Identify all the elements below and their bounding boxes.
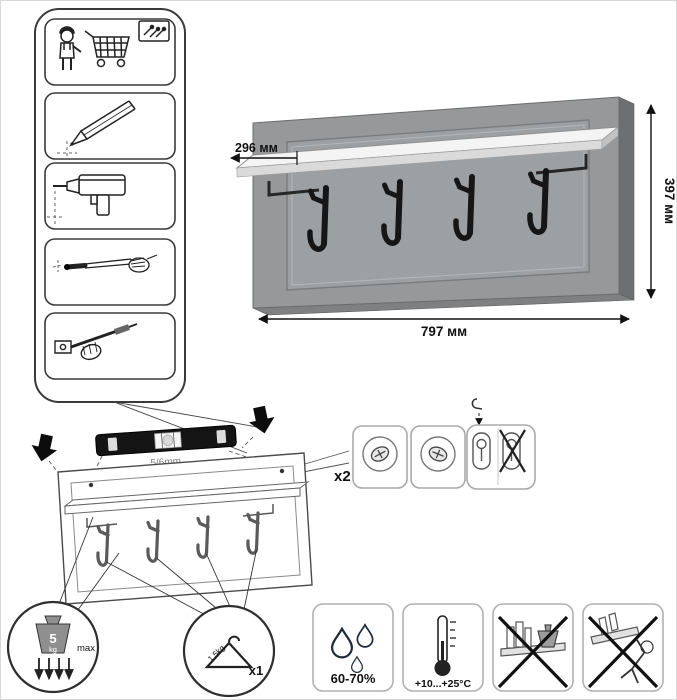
mount-point-left xyxy=(88,482,94,488)
humidity-label: 60-70% xyxy=(331,671,376,686)
mount-arrow-left xyxy=(31,433,58,462)
hook-4 xyxy=(527,168,549,235)
step-box-5 xyxy=(44,312,176,380)
hanger-count-label: x1 xyxy=(249,663,263,678)
keyhole-bracket-crossed-icon xyxy=(499,429,526,473)
spirit-level: 5/6mm xyxy=(95,424,237,469)
weight-icon xyxy=(44,615,62,625)
drill-icon xyxy=(47,174,126,225)
humidity-icon xyxy=(330,623,374,673)
fastener-tool-icon xyxy=(54,323,138,361)
no-overload-card xyxy=(492,603,574,692)
cam-screw-icon xyxy=(370,446,390,462)
mounting-arrows xyxy=(31,405,275,462)
hook-1 xyxy=(307,185,329,252)
panel-side-face xyxy=(618,96,635,301)
step-box-4 xyxy=(44,238,176,306)
load-arrows xyxy=(34,658,74,681)
badge-lines xyxy=(58,516,257,620)
hook-2 xyxy=(381,179,403,246)
width-dimension-label: 797 мм xyxy=(421,324,467,339)
pencil-mark-icon xyxy=(57,100,136,159)
mount-point-right xyxy=(279,468,285,474)
install-panel-outline xyxy=(57,452,313,605)
shelf-bracket-left xyxy=(267,181,320,197)
max-label: max xyxy=(77,643,95,654)
step-box-3 xyxy=(44,162,176,230)
hardware-callout: x2 xyxy=(334,398,536,490)
mount-arrow-right xyxy=(248,405,275,434)
no-overload-icon xyxy=(497,615,569,689)
humidity-card: 60-70% xyxy=(312,603,394,692)
max-weight-value: 5 xyxy=(49,631,56,646)
height-dimension-label: 397 мм xyxy=(662,178,677,224)
unpack-parts-icon xyxy=(59,20,170,70)
dimension-width: 797 мм xyxy=(258,314,630,339)
cam-screw-icon-2 xyxy=(428,446,448,462)
step-box-2 xyxy=(44,92,176,160)
fasteners-count-label: x2 xyxy=(334,468,351,485)
temperature-card: +10...+25°C xyxy=(402,603,484,692)
weight-limit-badge: 5 kg max xyxy=(6,600,100,694)
bracket-hanging-icon xyxy=(471,398,483,426)
product-render xyxy=(235,96,635,316)
temperature-icon xyxy=(434,615,456,676)
hanger-load-badge: 1.5kg x1 xyxy=(182,604,276,698)
no-tilt-icon xyxy=(587,612,659,689)
product-shelf xyxy=(235,126,620,197)
temperature-label: +10...+25°C xyxy=(415,678,472,690)
hanger-icon xyxy=(204,641,254,669)
dimension-height: 397 мм xyxy=(646,104,677,299)
no-tilt-card xyxy=(582,603,664,692)
keyhole-bracket-icon xyxy=(472,432,491,470)
steps-panel xyxy=(34,8,186,403)
product-hooks xyxy=(307,168,549,252)
dimension-depth: 296 мм xyxy=(230,141,298,165)
dowel-insert-icon xyxy=(52,254,158,273)
shelf-bracket-right xyxy=(535,154,588,175)
depth-dimension-label: 296 мм xyxy=(235,141,278,155)
hook-3 xyxy=(453,174,475,241)
max-weight-unit: kg xyxy=(49,645,57,654)
outline-hooks xyxy=(96,511,260,567)
